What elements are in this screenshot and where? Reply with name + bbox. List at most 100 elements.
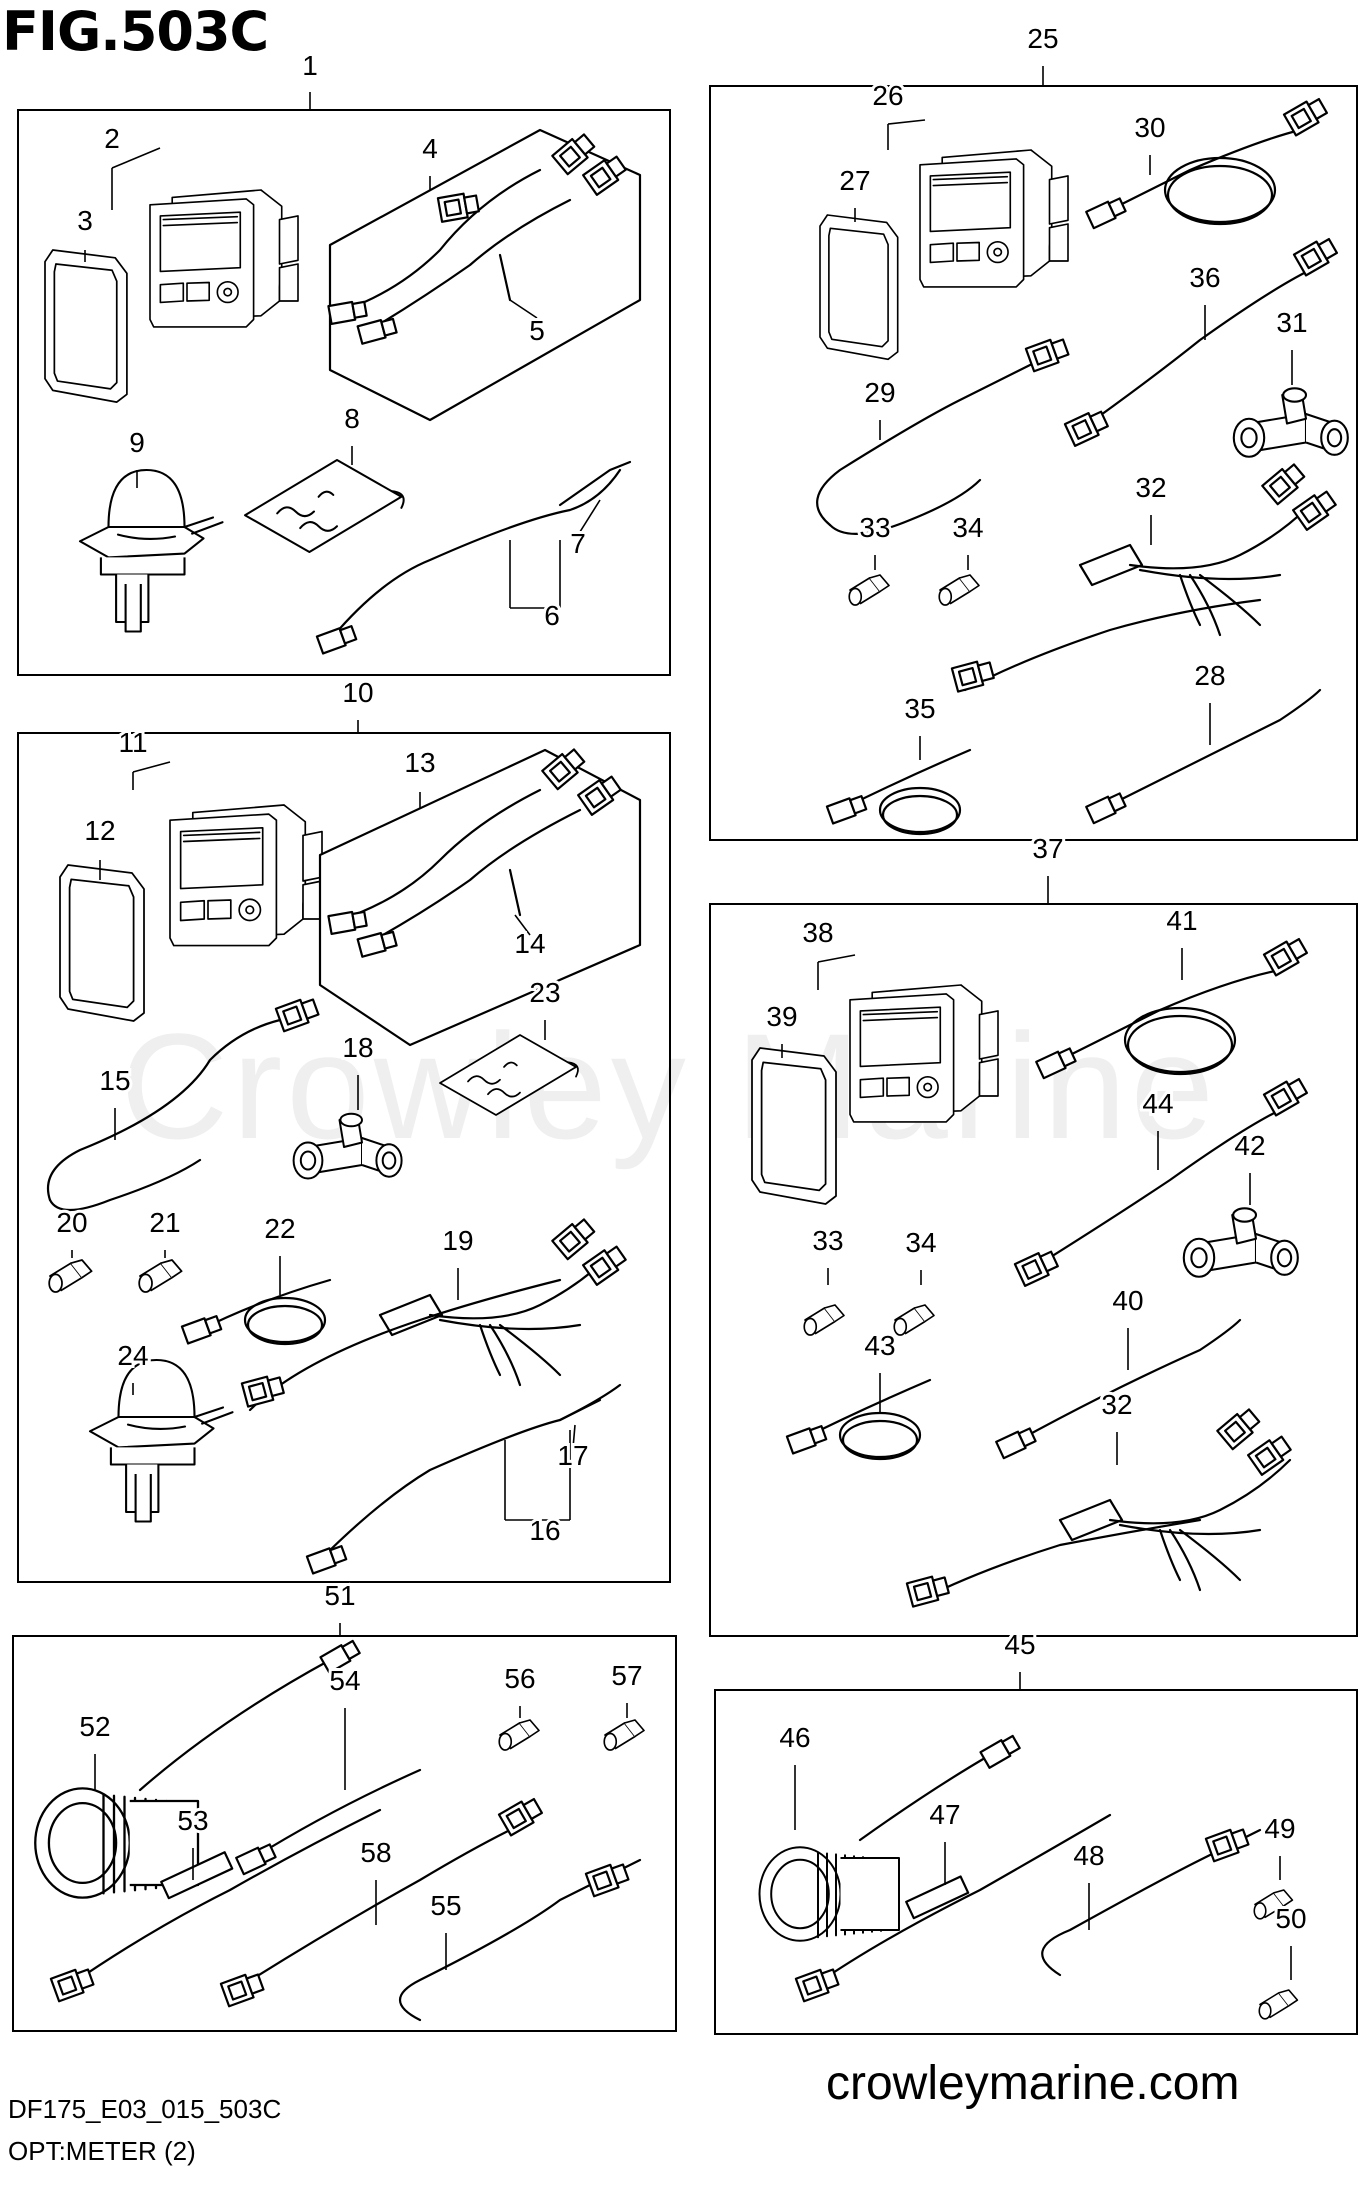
part-46-plug <box>979 1734 1021 1769</box>
part-21-cap <box>138 1259 183 1293</box>
part-13-plug-b <box>356 930 398 958</box>
callout-15: 15 <box>99 1065 130 1096</box>
callout-7: 7 <box>570 528 586 559</box>
callout-49: 49 <box>1264 1813 1295 1844</box>
part-13-cable-b <box>363 808 582 947</box>
part-8-bag <box>243 458 405 554</box>
part-42-tee <box>1182 1207 1299 1278</box>
part-15-cable <box>46 1018 282 1202</box>
callout-37: 37 <box>1032 833 1063 864</box>
callout-16: 16 <box>529 1515 560 1546</box>
callout-36: 36 <box>1189 262 1220 293</box>
callout-53: 53 <box>177 1805 208 1836</box>
callout-6: 6 <box>544 600 560 631</box>
part-39-bezel <box>751 1047 837 1205</box>
part-13-connector-b <box>577 775 622 816</box>
part-18-tee <box>292 1112 403 1180</box>
callout-12: 12 <box>84 815 115 846</box>
group-box-25 <box>709 85 1358 841</box>
leader-line-26 <box>887 119 926 125</box>
part-58-cable <box>233 1828 512 1992</box>
part-50-cap <box>1258 1989 1299 2020</box>
callout-14: 14 <box>514 928 545 959</box>
leader-line-11 <box>132 761 171 773</box>
part-34-cap-b <box>893 1304 935 1336</box>
part-46-cable <box>858 1753 992 1842</box>
callout-50: 50 <box>1275 1903 1306 1934</box>
part-36-cable <box>1078 268 1312 432</box>
callout-33: 33 <box>859 512 890 543</box>
callout-41: 41 <box>1166 905 1197 936</box>
part-41-coil <box>1123 1006 1237 1076</box>
part-43-plug <box>785 1425 828 1455</box>
part-49-cap <box>1253 1889 1294 1920</box>
callout-35: 35 <box>904 693 935 724</box>
part-22-plug <box>180 1315 223 1345</box>
callout-32: 32 <box>1101 1389 1132 1420</box>
callout-40: 40 <box>1112 1285 1143 1316</box>
part-28-plug <box>1085 792 1127 825</box>
part-41-plug <box>1035 1047 1077 1080</box>
group-box-10 <box>17 732 671 1583</box>
part-19-connector-a <box>551 1218 596 1261</box>
part-13-plug-a <box>327 910 368 935</box>
part-17-wire <box>558 1398 602 1422</box>
part-13-connector-a <box>541 748 586 791</box>
part-29-cable <box>816 348 1062 527</box>
callout-43: 43 <box>864 1330 895 1361</box>
leader-line-14 <box>514 914 531 936</box>
part-13-box <box>318 748 642 1047</box>
callout-10: 10 <box>342 677 373 708</box>
part-14-screw <box>508 868 522 917</box>
part-36-plug <box>1063 410 1109 447</box>
part-47-plug <box>794 1968 840 2003</box>
callout-39: 39 <box>766 1001 797 1032</box>
part-20-cap <box>48 1259 93 1293</box>
callout-51: 51 <box>324 1580 355 1611</box>
callout-18: 18 <box>342 1032 373 1063</box>
part-46-gauge <box>758 1846 900 1942</box>
part-36-connector <box>1292 237 1339 277</box>
part-19-plug <box>240 1375 285 1408</box>
part-32-branch <box>963 598 1262 692</box>
callout-58: 58 <box>360 1837 391 1868</box>
part-4-plug-a <box>327 300 368 325</box>
callout-23: 23 <box>529 977 560 1008</box>
part-56-cap <box>498 1719 540 1751</box>
part-19-branch <box>248 1278 562 1412</box>
callout-57: 57 <box>611 1660 642 1691</box>
part-30-connector <box>1282 97 1329 137</box>
part-52-plug <box>319 1639 361 1674</box>
group-box-51 <box>12 1635 677 2032</box>
group-box-37 <box>709 903 1358 1637</box>
part-44-plug <box>1013 1250 1059 1287</box>
part-29-cable-b <box>828 478 982 535</box>
part-3-bezel <box>44 249 128 403</box>
part-32-connector-d <box>1247 1435 1292 1476</box>
part-32-plug <box>950 660 995 693</box>
part-33-cap-b <box>803 1304 845 1336</box>
callout-33: 33 <box>812 1225 843 1256</box>
part-33-cap <box>848 574 890 606</box>
part-9-sender <box>78 468 224 633</box>
part-32-connector-c <box>1216 1408 1261 1451</box>
part-32-plug-b <box>905 1575 950 1608</box>
callout-44: 44 <box>1142 1088 1173 1119</box>
callout-26: 26 <box>872 80 903 111</box>
part-32-branch-b <box>918 1518 1202 1602</box>
part-27-bezel <box>819 214 899 361</box>
callout-11: 11 <box>118 727 147 758</box>
diagram-subtitle: OPT:METER (2) <box>8 2136 196 2166</box>
group-box-45 <box>714 1689 1358 2035</box>
callout-5: 5 <box>529 315 545 346</box>
callout-32: 32 <box>1135 472 1166 503</box>
part-6-plug <box>315 625 358 655</box>
callout-21: 21 <box>149 1207 180 1238</box>
part-4-connector-a <box>551 133 596 176</box>
callout-29: 29 <box>864 377 895 408</box>
callout-31: 31 <box>1276 307 1307 338</box>
part-11-meter <box>169 804 323 947</box>
callout-46: 46 <box>779 1722 810 1753</box>
part-4-connector-c <box>436 192 480 223</box>
